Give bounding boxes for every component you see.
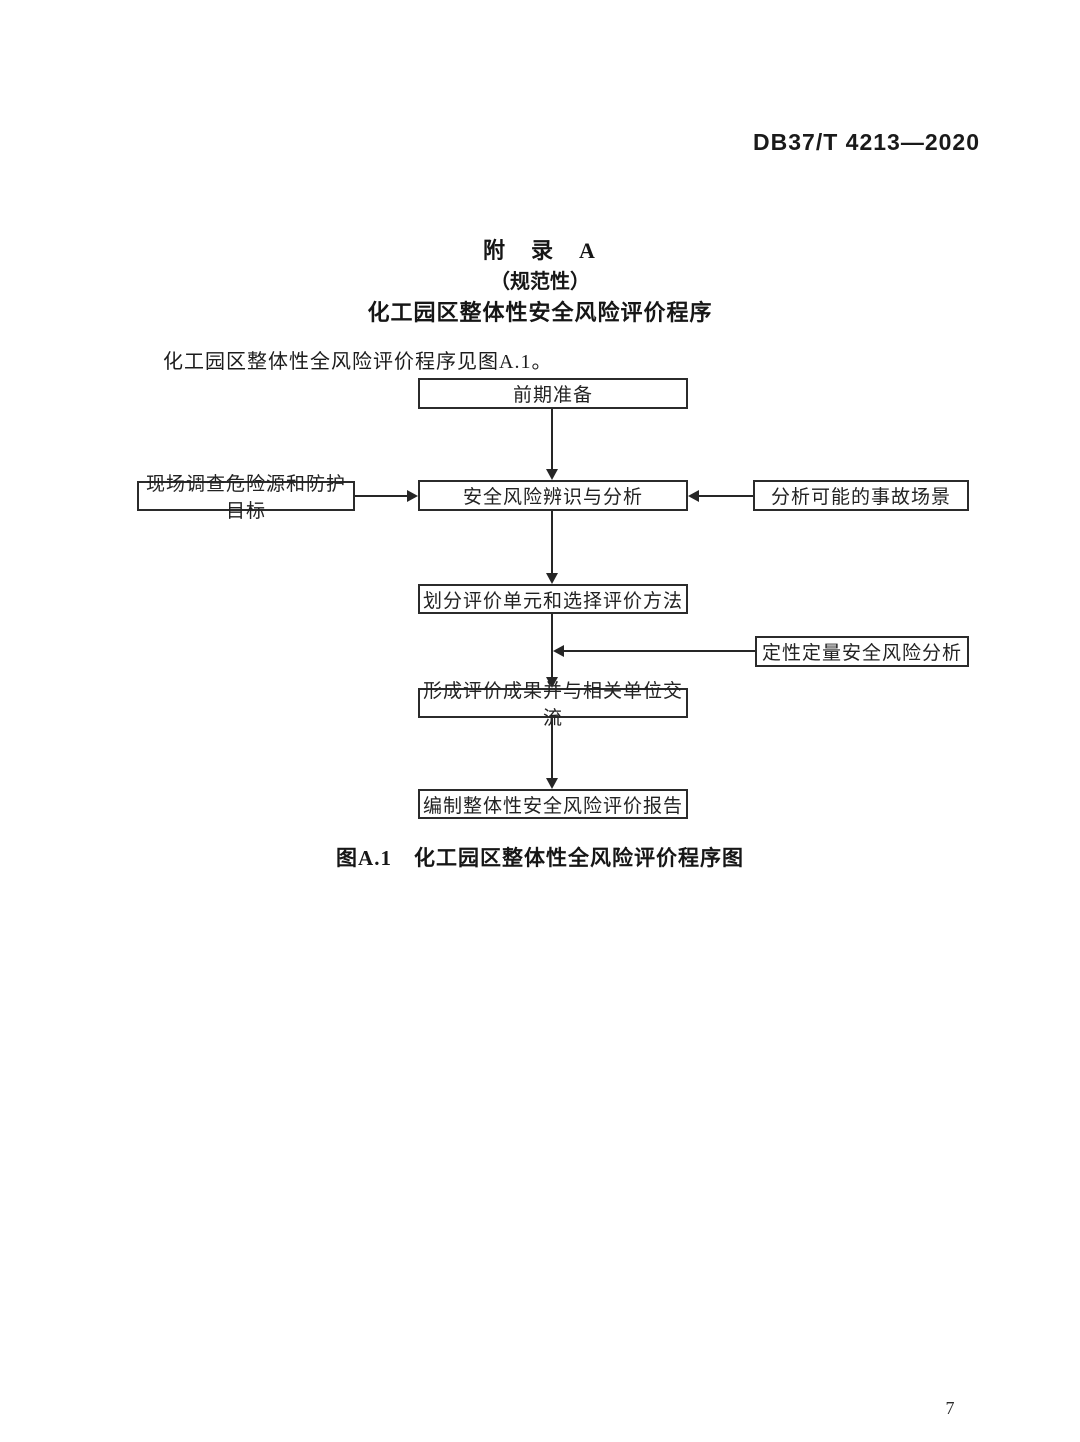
connector-line: [698, 495, 753, 497]
appendix-normative-label: （规范性）: [490, 271, 590, 293]
arrow-down-icon: [546, 677, 558, 688]
flow-step-risk-identification: 安全风险辨识与分析: [418, 480, 688, 511]
flow-step-label: 编制整体性安全风险评价报告: [422, 795, 683, 817]
arrow-down-icon: [546, 778, 558, 789]
connector-line: [551, 614, 553, 678]
page-number: 7: [945, 1398, 955, 1418]
flow-step-label: 定性定量安全风险分析: [761, 643, 962, 664]
flow-step-preparation: 前期准备: [418, 378, 688, 409]
arrow-down-icon: [546, 573, 558, 584]
arrow-left-icon: [553, 645, 564, 657]
arrow-left-icon: [688, 490, 699, 502]
flow-step-report: 编制整体性安全风险评价报告: [418, 789, 688, 819]
intro-paragraph: 化工园区整体性全风险评价程序见图A.1。: [163, 351, 553, 373]
flow-step-label: 前期准备: [512, 385, 593, 406]
arrow-right-icon: [407, 490, 418, 502]
flow-step-label: 安全风险辨识与分析: [462, 487, 643, 508]
flow-side-qualitative-quantitative-analysis: 定性定量安全风险分析: [755, 636, 969, 667]
connector-line: [551, 409, 553, 471]
flow-step-label: 分析可能的事故场景: [770, 487, 951, 508]
appendix-title: 附 录 A: [483, 238, 597, 263]
flow-side-site-survey: 现场调查危险源和防护目标: [137, 474, 355, 522]
connector-line: [563, 650, 755, 652]
connector-line: [551, 718, 553, 779]
flow-step-label: 现场调查危险源和防护目标: [145, 474, 346, 522]
connector-line: [355, 495, 408, 497]
flow-step-results-exchange: 形成评价成果并与相关单位交流: [418, 681, 688, 729]
flow-side-accident-scenarios: 分析可能的事故场景: [753, 480, 969, 511]
flow-step-unit-division: 划分评价单元和选择评价方法: [418, 584, 688, 614]
flow-step-label: 划分评价单元和选择评价方法: [422, 590, 683, 612]
appendix-subject-title: 化工园区整体性安全风险评价程序: [367, 300, 713, 325]
arrow-down-icon: [546, 469, 558, 480]
figure-caption: 图A.1 化工园区整体性全风险评价程序图: [336, 846, 744, 870]
connector-line: [551, 511, 553, 575]
standard-code: DB37/T 4213—2020: [753, 129, 980, 155]
